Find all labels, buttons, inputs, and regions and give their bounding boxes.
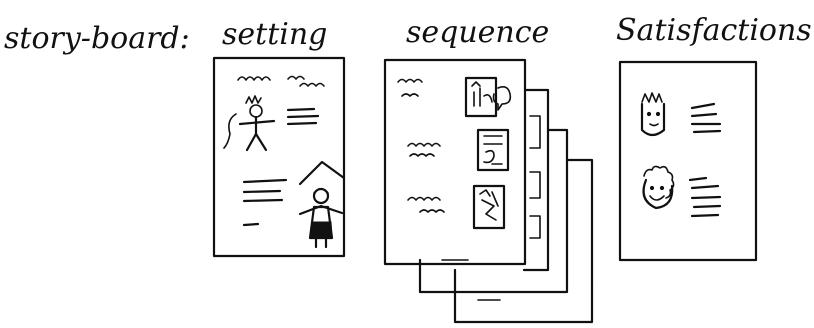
setting-text-line xyxy=(244,224,258,225)
storyboard-heading: story-board: xyxy=(4,21,190,56)
satisfaction-text-line xyxy=(690,178,706,180)
sequence-scribble xyxy=(420,210,444,212)
setting-text-line xyxy=(288,123,316,124)
sequence-back-tab xyxy=(530,116,540,148)
setting-text-line xyxy=(244,191,280,192)
sequence-heading: sequence xyxy=(406,15,549,50)
setting-panel xyxy=(214,58,344,256)
sequence-frame-1 xyxy=(466,78,496,116)
sequence-panel-stack xyxy=(385,60,592,322)
sequence-back-page-2-right xyxy=(548,130,567,250)
setting-heading: setting xyxy=(222,17,327,52)
setting-text-line xyxy=(244,180,286,182)
sequence-scribble xyxy=(398,80,422,83)
sequence-back-tab xyxy=(530,216,540,238)
satisfaction-text-line xyxy=(694,131,720,132)
sequence-frame-3 xyxy=(474,186,504,228)
setting-scribble-3 xyxy=(300,84,324,87)
satisfaction-text-line xyxy=(694,206,720,207)
satisfaction-text-line xyxy=(692,197,720,198)
sequence-frame-1-drawing xyxy=(472,82,492,106)
sequence-back-page-3-right xyxy=(567,160,592,282)
sequence-back-tab xyxy=(530,172,540,198)
setting-text-line xyxy=(288,109,314,110)
sequence-scribble xyxy=(410,154,434,156)
satisfaction-panel-frame xyxy=(620,62,756,260)
satisfaction-panel xyxy=(620,62,756,260)
satisfaction-text-line xyxy=(692,114,716,116)
setting-text-line xyxy=(244,200,282,201)
satisfaction-heading: Satisfactions xyxy=(616,13,812,48)
setting-roof xyxy=(300,162,344,184)
sequence-scribble xyxy=(408,198,440,201)
sequence-frame-3-drawing xyxy=(480,190,498,220)
satisfaction-text-line xyxy=(692,186,718,188)
sequence-back-page-1 xyxy=(524,90,548,270)
satisfaction-face-1 xyxy=(642,93,664,135)
setting-figure-1 xyxy=(224,96,274,150)
sequence-scribble xyxy=(402,94,418,96)
sequence-front-page xyxy=(385,60,525,264)
setting-text-line xyxy=(288,116,318,117)
setting-scribble-1 xyxy=(238,77,270,80)
sequence-scribble xyxy=(408,144,440,147)
satisfaction-face-2 xyxy=(644,166,674,208)
sequence-frame-2-drawing xyxy=(484,136,502,164)
satisfaction-text-line xyxy=(692,215,718,216)
sequence-back-page-3 xyxy=(455,270,592,322)
setting-scribble-2 xyxy=(288,77,304,80)
satisfaction-text-line xyxy=(692,104,714,108)
setting-figure-2 xyxy=(300,189,342,247)
